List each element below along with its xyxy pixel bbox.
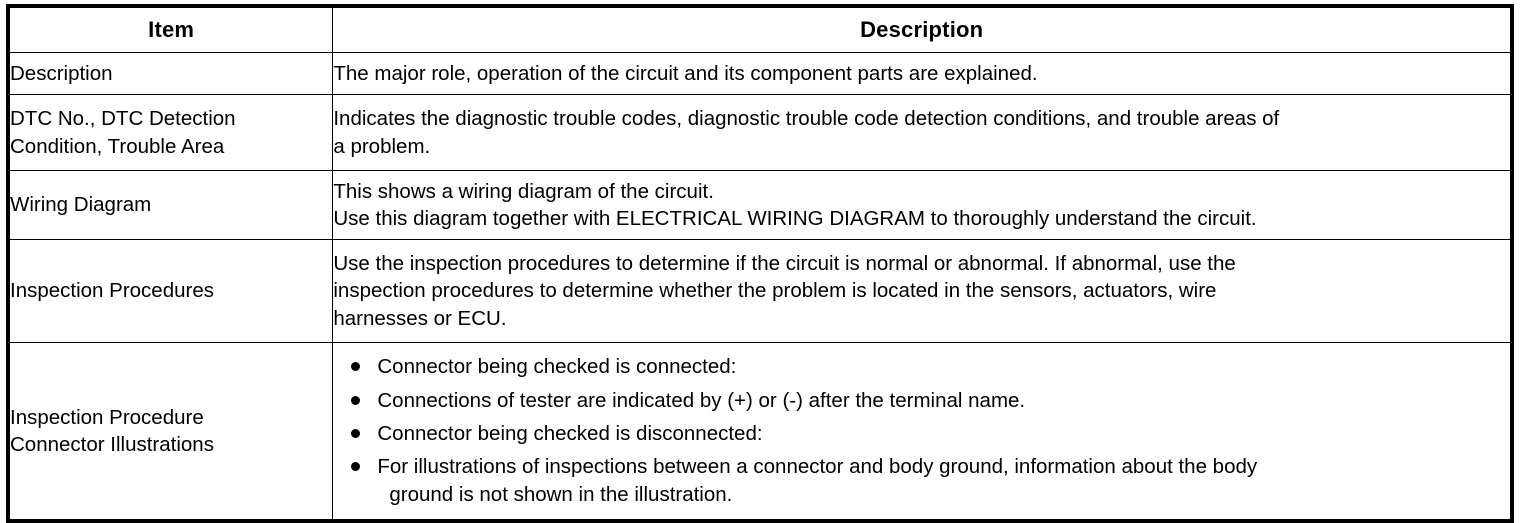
row-item-connector-illustrations: Inspection Procedure Connector Illustrat… xyxy=(7,342,334,521)
row-item-dtc: DTC No., DTC Detection Condition, Troubl… xyxy=(7,94,334,171)
row-description-wiring-diagram: This shows a wiring diagram of the circu… xyxy=(332,170,1513,240)
column-header-item: Item xyxy=(7,5,334,53)
desc-line: Indicates the diagnostic trouble codes, … xyxy=(333,107,1280,131)
item-line: Inspection Procedures xyxy=(10,279,214,303)
specification-table: Item Description Description The major r… xyxy=(6,4,1514,523)
column-header-description: Description xyxy=(332,5,1513,53)
item-line: Condition, Trouble Area xyxy=(10,134,225,158)
item-line: DTC No., DTC Detection xyxy=(10,107,236,131)
header-row: Item Description xyxy=(7,5,1513,53)
row-item-inspection-procedures: Inspection Procedures xyxy=(7,239,334,343)
table-row: DTC No., DTC Detection Condition, Troubl… xyxy=(7,94,1513,171)
desc-line: a problem. xyxy=(333,134,431,158)
row-item-wiring-diagram: Wiring Diagram xyxy=(7,170,334,240)
table-body: Description The major role, operation of… xyxy=(7,52,1513,521)
desc-line: This shows a wiring diagram of the circu… xyxy=(333,179,714,203)
bullet-line: Connector being checked is disconnected: xyxy=(377,422,763,446)
table-row: Description The major role, operation of… xyxy=(7,52,1513,95)
desc-line: inspection procedures to determine wheth… xyxy=(333,279,1217,303)
bullet-icon xyxy=(351,462,361,472)
list-item: Connector being checked is connected: xyxy=(347,353,1510,380)
bullet-line: ground is not shown in the illustration. xyxy=(389,482,733,506)
list-item-text: For illustrations of inspections between… xyxy=(377,453,1510,508)
bullet-line: Connections of tester are indicated by (… xyxy=(377,388,1026,412)
table-header: Item Description xyxy=(7,5,1513,53)
row-item-description: Description xyxy=(7,52,334,95)
table-row: Inspection Procedures Use the inspection… xyxy=(7,239,1513,343)
bullet-icon xyxy=(351,395,361,405)
bullet-line: For illustrations of inspections between… xyxy=(377,455,1258,479)
table-row: Wiring Diagram This shows a wiring diagr… xyxy=(7,170,1513,240)
list-item-text: Connector being checked is disconnected: xyxy=(377,420,1510,447)
list-item: Connector being checked is disconnected: xyxy=(347,420,1510,447)
bullet-icon xyxy=(351,429,361,439)
item-line: Inspection Procedure xyxy=(10,405,204,429)
table-row: Inspection Procedure Connector Illustrat… xyxy=(7,342,1513,521)
row-description-inspection-procedures: Use the inspection procedures to determi… xyxy=(332,239,1513,343)
row-description-dtc: Indicates the diagnostic trouble codes, … xyxy=(332,94,1513,171)
row-description-connector-illustrations: Connector being checked is connected: Co… xyxy=(332,342,1513,521)
list-item-text: Connector being checked is connected: xyxy=(377,353,1510,380)
list-item: Connections of tester are indicated by (… xyxy=(347,387,1510,414)
desc-line: The major role, operation of the circuit… xyxy=(333,61,1038,85)
item-line: Wiring Diagram xyxy=(10,193,152,217)
row-description-description: The major role, operation of the circuit… xyxy=(332,52,1513,95)
item-line: Description xyxy=(10,61,113,85)
list-item: For illustrations of inspections between… xyxy=(347,453,1510,508)
bullet-line: Connector being checked is connected: xyxy=(377,355,737,379)
bullet-icon xyxy=(351,362,361,372)
bullet-list: Connector being checked is connected: Co… xyxy=(333,353,1510,508)
list-item-text: Connections of tester are indicated by (… xyxy=(377,387,1510,414)
desc-line: Use this diagram together with ELECTRICA… xyxy=(333,207,1257,230)
desc-line: harnesses or ECU. xyxy=(333,306,507,330)
desc-line: Use the inspection procedures to determi… xyxy=(333,251,1236,275)
item-line: Connector Illustrations xyxy=(10,432,214,456)
